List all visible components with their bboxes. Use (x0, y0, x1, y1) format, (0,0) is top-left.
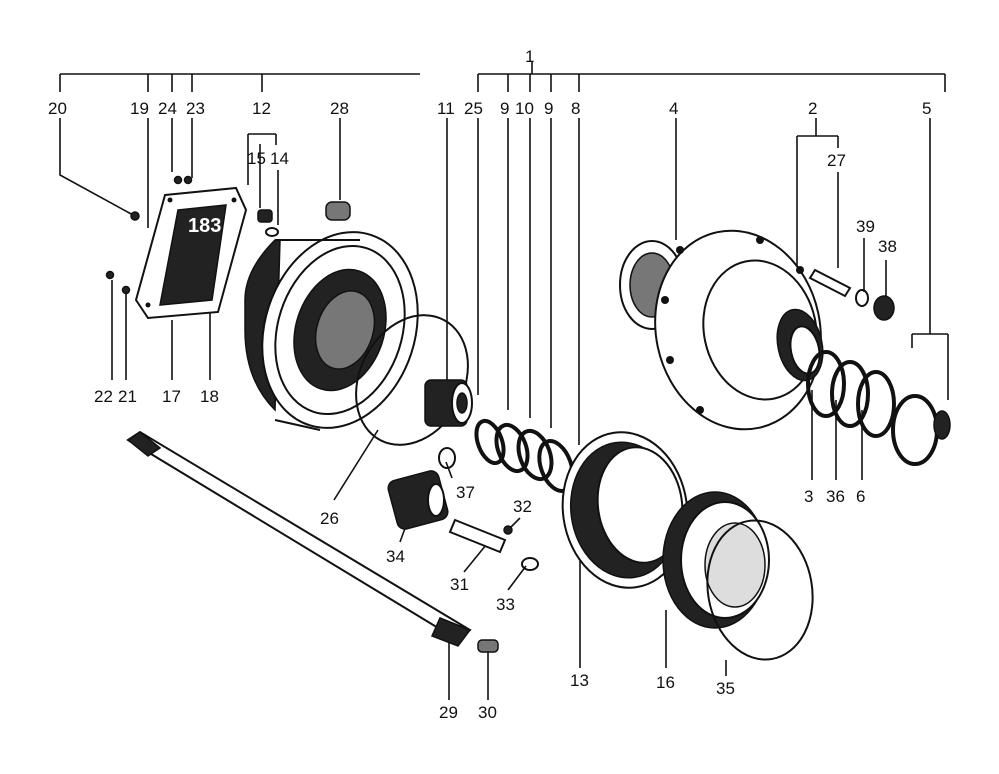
ring-gear-part (561, 431, 689, 589)
seal-rings-part (806, 350, 896, 438)
label-32: 32 (513, 497, 532, 516)
clip-part (438, 447, 456, 469)
planet-carrier-part (662, 491, 770, 629)
label-11: 11 (437, 99, 455, 118)
label-28: 28 (330, 99, 349, 118)
axle-shaft-part (126, 430, 472, 647)
label-23: 23 (186, 99, 205, 118)
label-3: 3 (804, 487, 813, 506)
label-24: 24 (158, 99, 177, 118)
seal-part (257, 209, 279, 237)
label-39: 39 (856, 217, 875, 236)
rings-part (474, 418, 575, 493)
label-1: 1 (525, 47, 534, 66)
label-22: 22 (94, 387, 113, 406)
cap-part (891, 394, 951, 466)
label-8: 8 (571, 99, 580, 118)
label-10: 10 (515, 99, 534, 118)
label-20: 20 (48, 99, 67, 118)
label-25: 25 (464, 99, 483, 118)
hub-housing-part (244, 231, 419, 431)
label-33: 33 (496, 595, 515, 614)
label-9-right: 9 (544, 99, 553, 118)
pin-part (448, 518, 539, 571)
label-34: 34 (386, 547, 405, 566)
shaft-bolt-part (477, 639, 499, 653)
label-29: 29 (439, 703, 458, 722)
label-30: 30 (478, 703, 497, 722)
label-15: 15 (247, 149, 266, 168)
part-labels: 1 2 3 4 5 6 8 9 9 10 11 12 13 14 15 16 1… (48, 47, 931, 722)
label-26: 26 (320, 509, 339, 528)
label-38: 38 (878, 237, 897, 256)
leader-lines (59, 62, 949, 700)
label-13: 13 (570, 671, 589, 690)
label-18: 18 (200, 387, 219, 406)
gear-34-part (387, 470, 449, 530)
label-21: 21 (118, 387, 137, 406)
label-37: 37 (456, 483, 475, 502)
label-9-left: 9 (500, 99, 509, 118)
label-14: 14 (270, 149, 289, 168)
cover-o-ring-part (706, 519, 814, 661)
label-4: 4 (669, 99, 678, 118)
label-16: 16 (656, 673, 675, 692)
cover-plate-part: 183 (134, 186, 248, 320)
bolts-part (105, 175, 193, 295)
label-19: 19 (130, 99, 149, 118)
label-36: 36 (826, 487, 845, 506)
label-2: 2 (808, 99, 817, 118)
label-31: 31 (450, 575, 469, 594)
gear-11-part (424, 379, 473, 427)
label-12: 12 (252, 99, 271, 118)
label-35: 35 (716, 679, 735, 698)
label-5: 5 (922, 99, 931, 118)
label-6: 6 (856, 487, 865, 506)
svg-text:183: 183 (188, 215, 221, 237)
label-17: 17 (162, 387, 181, 406)
plug-part (325, 201, 351, 221)
label-27: 27 (827, 151, 846, 170)
stud-nut-part (808, 268, 895, 321)
